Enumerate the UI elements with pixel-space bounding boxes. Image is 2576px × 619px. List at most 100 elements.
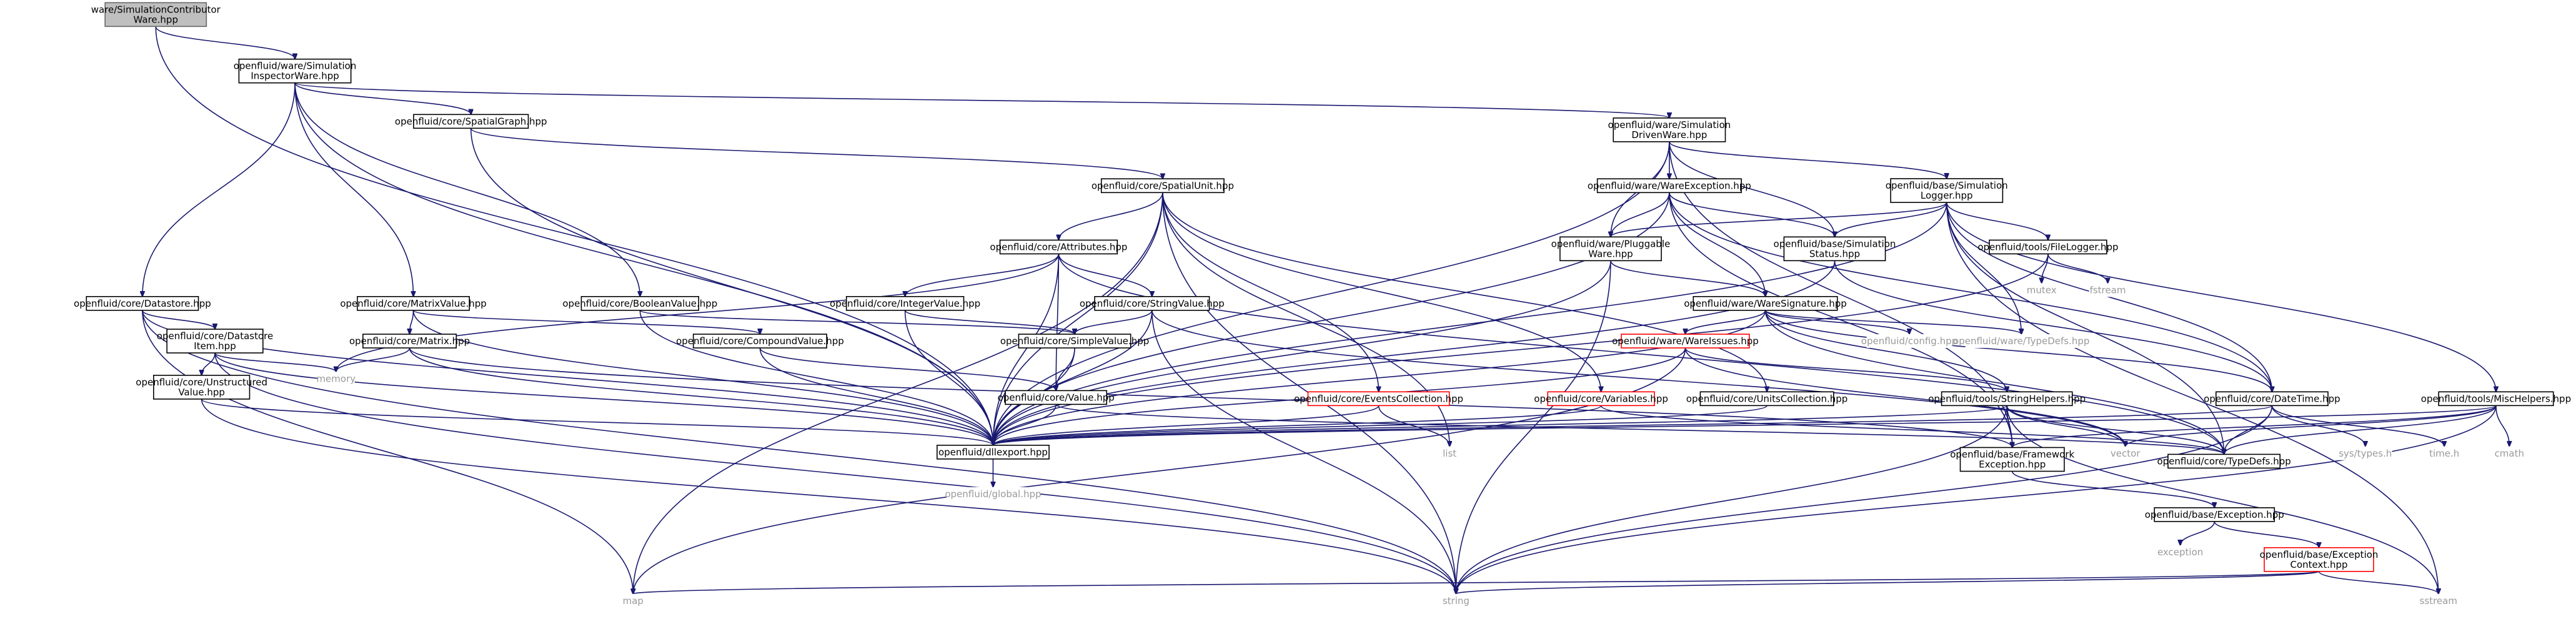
node-label-datastore-0: openfluid/core/Datastore.hpp (74, 298, 211, 309)
node-datastore[interactable]: openfluid/core/Datastore.hpp (74, 295, 211, 311)
node-eventscoll[interactable]: openfluid/core/EventsCollection.hpp (1294, 391, 1463, 407)
node-box-exception (2157, 545, 2203, 560)
node-label-driven-0: openfluid/ware/Simulation (1608, 119, 1731, 131)
node-coretypedefs[interactable]: openfluid/core/TypeDefs.hpp (2157, 453, 2291, 469)
edge-matrix-to-frameworkexc (409, 347, 2012, 447)
node-waretypedefs: openfluid/ware/TypeDefs.hpp (1953, 334, 2089, 349)
edge-booleanvalue-to-dllexport (639, 310, 993, 445)
edge-value-to-dllexport (993, 404, 1057, 445)
edge-driven-to-dllexport (993, 141, 1670, 445)
edge-datastore-to-datastoreitem (142, 310, 215, 329)
node-box-integervalue (845, 295, 965, 311)
edge-unitscoll-to-dllexport (993, 405, 1768, 445)
edge-mischelpers-to-dllexport (993, 405, 2497, 445)
edge-spatialunit-to-list (1162, 192, 1450, 446)
edge-inspector-to-driven (294, 82, 1669, 118)
edge-spatialunit-to-eventscoll (1162, 192, 1379, 392)
node-box-wareissues (1621, 334, 1750, 349)
node-stringhelpers[interactable]: openfluid/tools/StringHelpers.hpp (1928, 391, 2086, 407)
node-box-eventscoll (1307, 391, 1450, 407)
node-box-compoundvalue (692, 334, 827, 349)
node-box-simplevalue (1018, 334, 1131, 349)
edge-value-to-coretypedefs (1055, 404, 2224, 454)
node-box-root (104, 2, 207, 27)
edge-datastore-to-map (142, 310, 633, 594)
node-stringvalue[interactable]: openfluid/core/StringValue.hpp (1080, 295, 1225, 311)
edge-spatialunit-to-variables (1162, 192, 1601, 392)
node-unitscoll[interactable]: openfluid/core/UnitsCollection.hpp (1686, 391, 1848, 407)
node-dllexport[interactable]: openfluid/dllexport.hpp (937, 445, 1050, 460)
node-matrix[interactable]: openfluid/core/Matrix.hpp (349, 334, 470, 349)
node-label-mutex-0: mutex (2027, 284, 2057, 295)
edge-exccontext-to-string (1456, 571, 2320, 594)
node-box-exccontext (2264, 547, 2374, 572)
edge-spatialgraph-to-dllexport (470, 128, 993, 445)
node-matrixvalue[interactable]: openfluid/core/MatrixValue.hpp (340, 295, 487, 311)
edge-stringvalue-to-string (1151, 310, 1456, 594)
node-cmath: cmath (2493, 446, 2525, 460)
node-spatialunit[interactable]: openfluid/core/SpatialUnit.hpp (1092, 178, 1234, 194)
node-label-cmath-0: cmath (2495, 448, 2524, 459)
node-wareexception[interactable]: openfluid/ware/WareException.hpp (1588, 178, 1751, 194)
node-label-stringvalue-0: openfluid/core/StringValue.hpp (1080, 298, 1225, 309)
node-label-wareissues-0: openfluid/ware/WareIssues.hpp (1612, 335, 1759, 347)
node-datetime[interactable]: openfluid/core/DateTime.hpp (2204, 391, 2340, 407)
edge-wareissues-to-stringhelpers (1684, 347, 2007, 392)
node-booleanvalue[interactable]: openfluid/core/BooleanValue.hpp (562, 295, 717, 311)
node-value[interactable]: openfluid/core/Value.hpp (998, 390, 1115, 405)
edge-datastoreitem-to-string (214, 353, 1456, 594)
node-wareissues[interactable]: openfluid/ware/WareIssues.hpp (1612, 334, 1759, 349)
edge-simlogger-to-coretypedefs (1946, 202, 2224, 454)
node-variables[interactable]: openfluid/core/Variables.hpp (1534, 391, 1668, 407)
node-attributes[interactable]: openfluid/core/Attributes.hpp (990, 239, 1127, 255)
node-label-simlogger-0: openfluid/base/Simulation (1886, 180, 2008, 191)
node-filelogger[interactable]: openfluid/tools/FileLogger.hpp (1977, 239, 2118, 255)
node-integervalue[interactable]: openfluid/core/IntegerValue.hpp (830, 295, 980, 311)
node-simplevalue[interactable]: openfluid/core/SimpleValue.hpp (1000, 334, 1149, 349)
edge-stringvalue-to-vector (1151, 310, 2126, 447)
edge-waresignature-to-datetime (1764, 310, 2272, 392)
edge-booleanvalue-to-simplevalue (639, 310, 1075, 334)
edge-simstatus-to-dllexport (993, 260, 1836, 445)
edge-attributes-to-value (1056, 254, 1060, 390)
node-label-mischelpers-0: openfluid/tools/MiscHelpers.hpp (2421, 393, 2571, 404)
edge-inspector-to-datastore (142, 82, 296, 297)
edge-root-to-dllexport (155, 26, 993, 445)
node-spatialgraph[interactable]: openfluid/core/SpatialGraph.hpp (395, 114, 547, 129)
node-box-matrix (362, 334, 457, 349)
node-label-waretypedefs-0: openfluid/ware/TypeDefs.hpp (1953, 335, 2089, 347)
edge-waresignature-to-waretypedefs (1764, 310, 2021, 334)
edge-attributes-to-dllexport (993, 254, 1060, 445)
node-mischelpers[interactable]: openfluid/tools/MiscHelpers.hpp (2421, 391, 2571, 407)
node-label-fstream-0: fstream (2090, 284, 2126, 295)
node-label-global-0: openfluid/global.hpp (945, 488, 1041, 500)
node-compoundvalue[interactable]: openfluid/core/CompoundValue.hpp (676, 334, 844, 349)
node-box-attributes (999, 239, 1118, 255)
node-label-spatialgraph-0: openfluid/core/SpatialGraph.hpp (395, 116, 547, 127)
edge-waresignature-to-config (1764, 310, 1909, 334)
node-waresignature[interactable]: openfluid/ware/WareSignature.hpp (1684, 295, 1847, 311)
node-box-datastoreitem (166, 329, 264, 354)
edge-pluggable-to-dllexport (993, 260, 1611, 445)
node-box-dllexport (937, 445, 1050, 460)
node-box-frameworkexc (1959, 447, 2065, 472)
edge-stringhelpers-to-sstream (2006, 405, 2439, 594)
edge-wareexception-to-pluggable (1611, 192, 1670, 237)
node-label-sstream-0: sstream (2420, 595, 2457, 607)
node-inspector[interactable]: openfluid/ware/SimulationInspectorWare.h… (234, 58, 357, 84)
edge-mischelpers-to-cmath (2495, 405, 2509, 446)
node-exception_hpp[interactable]: openfluid/base/Exception.hpp (2145, 507, 2284, 522)
node-label-exccontext-1: Context.hpp (2290, 559, 2348, 570)
edge-wareexception-to-datetime (1669, 192, 2272, 392)
node-label-string-0: string (1443, 595, 1470, 607)
node-box-simlogger (1890, 178, 2004, 203)
